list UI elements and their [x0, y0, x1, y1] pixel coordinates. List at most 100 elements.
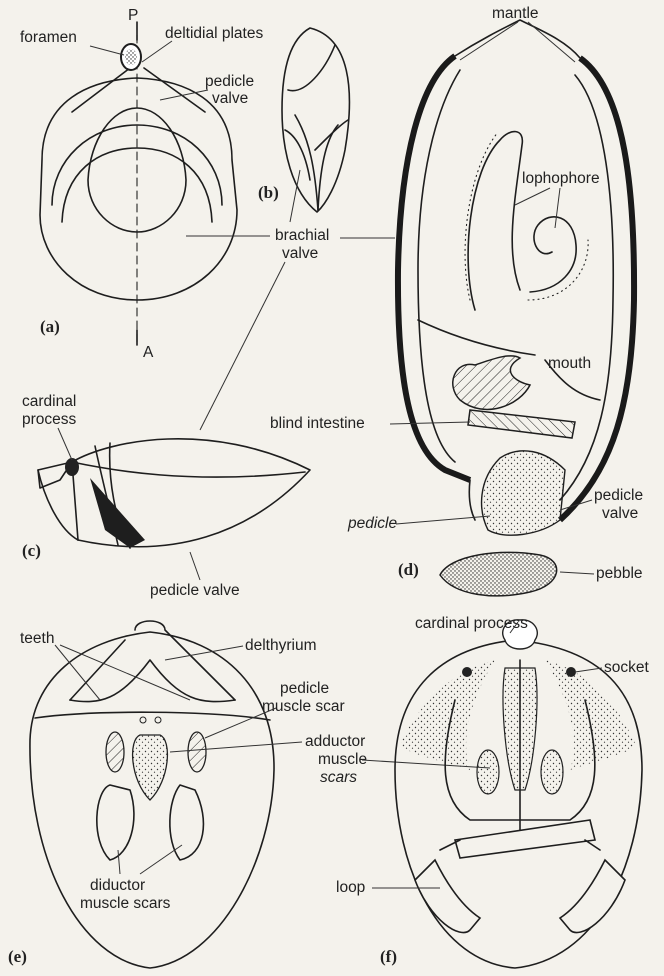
- label-pedicle-valve-a-1: pedicle: [205, 73, 254, 90]
- pointer-diductor-1: [118, 850, 120, 874]
- label-cardinal-process-c-1: cardinal: [22, 393, 76, 410]
- pointer-pedicle-d: [396, 516, 490, 524]
- foramen-fill: [125, 49, 137, 65]
- panel-id-d: (d): [398, 560, 419, 579]
- label-lophophore: lophophore: [522, 170, 600, 187]
- shell-right-d: [560, 58, 634, 520]
- label-cardinal-process-f: cardinal process: [415, 615, 528, 632]
- panel-f: cardinal process socket loop (f): [336, 615, 649, 968]
- pointer-deltidial-plates: [142, 41, 172, 62]
- label-adductor-2: muscle: [318, 751, 367, 768]
- pointer-cardinal-c: [58, 428, 72, 460]
- label-delthyrium: delthyrium: [245, 637, 317, 654]
- shell-outline-e: [30, 632, 274, 968]
- blind-intestine: [468, 410, 575, 438]
- pointer-blind-intestine: [390, 422, 470, 424]
- label-pedicle-valve-c: pedicle valve: [150, 582, 240, 599]
- lophophore-coil: [530, 217, 576, 292]
- cardinal-area-base: [35, 712, 270, 720]
- label-cardinal-process-c-2: process: [22, 411, 77, 428]
- pedicle-scar-right: [188, 732, 206, 772]
- hinge-teeth-line: [70, 660, 235, 702]
- panel-d: mantle lophophore mouth blind intestine …: [270, 5, 643, 596]
- stipple-left-f: [400, 660, 495, 770]
- panel-b: (b): [258, 28, 349, 212]
- label-teeth: teeth: [20, 630, 54, 647]
- label-adductor-3: scars: [320, 769, 357, 786]
- diductor-scar-left: [97, 785, 134, 860]
- panel-a: P A foramen deltidial plates pedicle val…: [20, 7, 263, 361]
- label-mouth: mouth: [548, 355, 591, 372]
- mantle-top: [455, 20, 580, 58]
- label-deltidial-plates: deltidial plates: [165, 25, 263, 42]
- pointer-lophophore-1: [515, 188, 550, 205]
- label-pedicle-valve-d-1: pedicle: [594, 487, 643, 504]
- diductor-scar-right: [170, 785, 204, 860]
- gut-line-1: [418, 320, 535, 355]
- lophophore-arm: [468, 132, 522, 310]
- pedicle-valve-beak: [72, 68, 205, 112]
- socket-right: [566, 667, 576, 677]
- pointer-pebble: [560, 572, 594, 574]
- panel-id-b: (b): [258, 183, 279, 202]
- pointer-lophophore-2: [555, 188, 560, 228]
- mantle-left: [418, 70, 460, 462]
- pore-2: [155, 717, 161, 723]
- pointer-teeth-2: [60, 645, 190, 700]
- label-diductor-1: diductor: [90, 877, 145, 894]
- panel-e: teeth delthyrium pedicle muscle scar did…: [8, 621, 345, 968]
- panel-id-c: (c): [22, 541, 41, 560]
- label-pedicle-muscle-scar-2: muscle scar: [262, 698, 345, 715]
- label-pebble: pebble: [596, 565, 643, 582]
- panel-id-f: (f): [380, 947, 397, 966]
- label-pedicle-valve-a-2: valve: [212, 90, 248, 107]
- label-posterior: P: [128, 7, 138, 24]
- median-ridge: [503, 668, 537, 790]
- label-pedicle-d: pedicle: [347, 515, 397, 532]
- label-adductor-1: adductor: [305, 733, 365, 750]
- pointer-pedicle-valve-a: [160, 90, 208, 100]
- muscle-band: [90, 478, 145, 548]
- label-pedicle-muscle-scar-1: pedicle: [280, 680, 329, 697]
- panel-c: cardinal process pedicle valve (c): [22, 393, 310, 599]
- pedicle-opening: [469, 480, 475, 520]
- pointer-adductor-f: [362, 760, 490, 768]
- pointer-mantle-r: [528, 22, 575, 62]
- socket-left: [462, 667, 472, 677]
- shell-left-d: [398, 56, 470, 480]
- cardinal-process-knob: [65, 458, 79, 476]
- adductor-scar-f-left: [477, 750, 499, 794]
- label-brachial-valve-2: valve: [282, 245, 318, 262]
- commissure-c: [72, 462, 305, 477]
- label-anterior: A: [143, 344, 154, 361]
- panel-id-a: (a): [40, 317, 60, 336]
- brachial-valve-label-group: brachial valve: [186, 170, 395, 430]
- label-blind-intestine: blind intestine: [270, 415, 365, 432]
- label-pedicle-valve-d-2: valve: [602, 505, 638, 522]
- pedicle-scar-left: [106, 732, 124, 772]
- lophophore-tentacles: [465, 132, 588, 300]
- pointer-pedicle-muscle-scar: [205, 708, 276, 738]
- pointer-socket: [575, 668, 602, 672]
- adductor-scar-f-right: [541, 750, 563, 794]
- pointer-pedicle-valve-c: [190, 552, 200, 580]
- adductor-scar-e: [133, 735, 168, 800]
- label-foramen: foramen: [20, 29, 77, 46]
- label-loop: loop: [336, 879, 365, 896]
- pointer-brachial-b: [290, 170, 300, 222]
- label-diductor-2: muscle scars: [80, 895, 171, 912]
- pore-1: [140, 717, 146, 723]
- pointer-mantle-l: [460, 22, 518, 60]
- pointer-diductor-2: [140, 845, 182, 874]
- valve-seam: [288, 45, 335, 91]
- pedicle-body: [482, 451, 565, 535]
- label-brachial-valve-1: brachial: [275, 227, 329, 244]
- panel-id-e: (e): [8, 947, 27, 966]
- growth-b-4: [315, 120, 348, 150]
- pointer-foramen: [90, 46, 124, 55]
- pointer-delthyrium: [165, 646, 243, 660]
- label-mantle: mantle: [492, 5, 539, 22]
- stomach: [453, 356, 530, 410]
- pebble: [440, 552, 557, 595]
